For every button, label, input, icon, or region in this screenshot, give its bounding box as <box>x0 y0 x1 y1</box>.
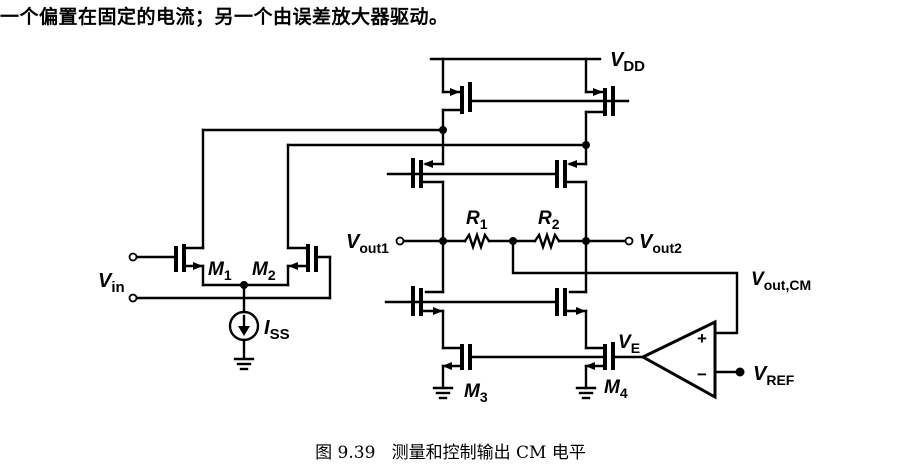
nmos-cascode-left <box>411 239 445 350</box>
output-sense-network: Vout1 R1 R2 Vout2 Vout,CM <box>346 208 811 335</box>
m4-label: M4 <box>604 377 628 401</box>
m3-label: M3 <box>464 381 488 405</box>
vin-label: Vin <box>98 270 125 296</box>
opamp-minus-label: − <box>697 365 707 384</box>
m2-label: M2 <box>252 259 276 283</box>
r2-label: R2 <box>538 208 560 232</box>
vref-label: VREF <box>753 363 795 388</box>
nmos-m4: M4 <box>575 342 628 401</box>
figure-caption: 图 9.39 测量和控制输出 CM 电平 <box>315 443 586 463</box>
vout-cm-wire <box>511 239 739 335</box>
iss-label: ISS <box>264 317 290 343</box>
vout2-label: Vout2 <box>639 231 682 256</box>
body-text-top: 一个偏置在固定的电流；另一个由误差放大器驱动。 <box>0 6 449 28</box>
resistor-r1 <box>463 231 491 251</box>
nmos-m3: M3 <box>432 344 488 405</box>
resistor-r2 <box>533 231 561 251</box>
r1-label: R1 <box>466 208 488 232</box>
ve-label: VE <box>618 332 640 356</box>
pmos-top-left <box>441 57 472 132</box>
opamp-triangle-icon <box>639 319 717 400</box>
vdd-rail: VDD <box>429 49 645 75</box>
error-amplifier: + − VE VREF <box>611 319 795 400</box>
pmos-cascode-right <box>555 143 588 243</box>
m1-label: M1 <box>208 259 232 283</box>
nmos-cascode-right <box>555 239 588 350</box>
pmos-cascode-left <box>411 128 445 243</box>
opamp-plus-label: + <box>697 329 707 348</box>
vdd-label: VDD <box>610 49 645 75</box>
vout-cm-label: Vout,CM <box>751 269 811 293</box>
vout1-label: Vout1 <box>346 231 389 256</box>
input-pair: M1 M2 Vin ISS <box>98 128 332 371</box>
